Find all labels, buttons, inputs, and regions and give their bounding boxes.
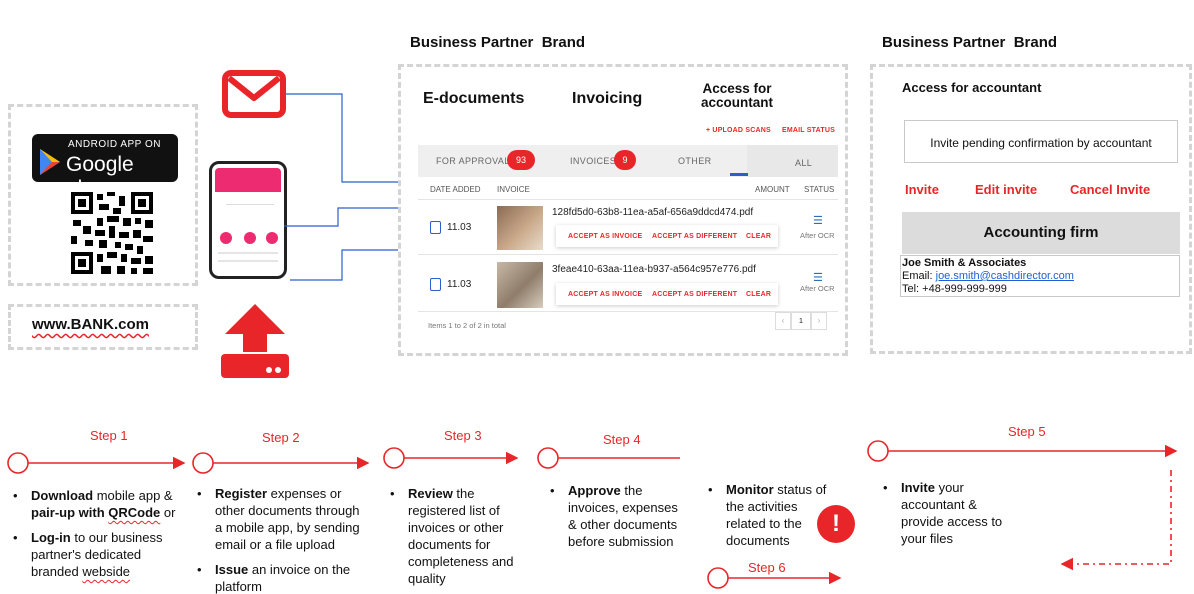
center-brand: Business Partner Brand (410, 34, 586, 51)
alert-icon: ! (817, 505, 855, 543)
upload-icon (221, 304, 289, 378)
status-icon: ☰ (813, 215, 823, 227)
accept-as-different-button[interactable]: ACCEPT AS DIFFERENT (652, 291, 738, 298)
invoice-filename[interactable]: 3feae410-63aa-11ea-b937-a564c957e776.pdf (552, 264, 756, 275)
step-6-bullet-1: Monitor status of the activities related… (708, 481, 838, 549)
contact-email-link[interactable]: joe.smith@cashdirector.com (935, 270, 1074, 282)
step-4-label: Step 4 (603, 432, 641, 447)
clear-button[interactable]: CLEAR (746, 233, 772, 240)
step-5-bullet-1: Invite your accountant & provide access … (883, 479, 1023, 547)
pending-invite-box (904, 120, 1178, 163)
tab-for-approval[interactable]: FOR APPROVAL (436, 156, 510, 166)
action-menu (556, 225, 778, 247)
edit-invite-button[interactable]: Edit invite (975, 182, 1038, 197)
row-status: After OCR (800, 231, 835, 240)
website-panel (8, 304, 198, 350)
step-1-bullets: Download mobile app & pair-up with QRCod… (13, 487, 191, 580)
tab-all[interactable]: ALL (795, 158, 813, 168)
pagination-current[interactable]: 1 (791, 312, 811, 330)
accept-as-invoice-button[interactable]: ACCEPT AS INVOICE (568, 233, 643, 240)
right-brand: Business Partner Brand (882, 34, 1058, 51)
col-invoice: INVOICE (497, 185, 530, 194)
google-play-badge[interactable]: ANDROID APP ON Google play (32, 134, 178, 200)
table-row[interactable] (418, 199, 838, 255)
pagination-next[interactable]: › (811, 312, 827, 330)
heading-e-documents[interactable]: E-documents (423, 90, 525, 107)
document-icon (430, 221, 441, 234)
step-6-bullets: Monitor status of the activities related… (708, 481, 838, 549)
status-icon: ☰ (813, 272, 823, 284)
website-link[interactable]: www.BANK.com (32, 316, 149, 333)
tab-all-bg (747, 145, 838, 177)
step-1-label: Step 1 (90, 428, 128, 443)
document-icon (430, 278, 441, 291)
step-5-bullets: Invite your accountant & provide access … (883, 479, 1023, 547)
step-2-bullet-1: Register expenses or other documents thr… (197, 485, 369, 553)
email-status-link[interactable]: EMAIL STATUS (782, 127, 835, 134)
accept-as-invoice-button[interactable]: ACCEPT AS INVOICE (568, 291, 643, 298)
email-label: Email: (902, 270, 936, 282)
step-1-bullet-1: Download mobile app & pair-up with QRCod… (13, 487, 191, 521)
contact-info: Joe Smith & Associates Email: joe.smith@… (902, 257, 1074, 296)
contact-name: Joe Smith & Associates (902, 257, 1027, 269)
upload-scans-link[interactable]: + UPLOAD SCANS (706, 127, 771, 134)
row-date: 11.03 (447, 222, 472, 233)
invoice-thumbnail[interactable] (497, 262, 543, 308)
email-icon (222, 70, 286, 118)
col-amount: AMOUNT (755, 185, 790, 194)
col-date-added: DATE ADDED (430, 185, 481, 194)
step-3-bullets: Review the registered list of invoices o… (390, 485, 530, 587)
contact-email-line: Email: joe.smith@cashdirector.com (902, 270, 1074, 283)
tab-other[interactable]: OTHER (678, 156, 712, 166)
action-menu (556, 283, 778, 305)
approval-count-badge: 93 (507, 150, 535, 170)
phone-app-icon (209, 161, 287, 279)
tab-invoices[interactable]: INVOICES (570, 156, 617, 166)
active-tab-indicator (730, 173, 748, 176)
invoice-thumbnail[interactable] (497, 206, 543, 250)
step-5-label: Step 5 (1008, 424, 1046, 439)
step-4-bullet-1: Approve the invoices, expenses & other d… (550, 482, 690, 550)
accountant-panel (870, 64, 1192, 354)
step-6-label: Step 6 (748, 560, 786, 575)
app-panel (398, 64, 848, 356)
step-2-label: Step 2 (262, 430, 300, 445)
accept-as-different-button[interactable]: ACCEPT AS DIFFERENT (652, 233, 738, 240)
step-arrows (7, 440, 1178, 589)
heading-invoicing[interactable]: Invoicing (572, 90, 643, 107)
pending-invite-text: Invite pending confirmation by accountan… (930, 136, 1152, 150)
step-2-bullet-2: Issue an invoice on the platform (197, 561, 369, 594)
step-1-bullet-2: Log-in to our business partner's dedicat… (13, 529, 191, 580)
step-2-bullets: Register expenses or other documents thr… (197, 485, 369, 594)
pagination-prev[interactable]: ‹ (775, 312, 791, 330)
step-4-bullets: Approve the invoices, expenses & other d… (550, 482, 690, 550)
invoice-filename[interactable]: 128fd5d0-63b8-11ea-a5af-656a9ddcd474.pdf (552, 207, 754, 218)
qr-code-icon (71, 192, 153, 274)
invoices-count-badge: 9 (614, 150, 636, 170)
connector-lines (284, 93, 398, 281)
accounting-firm-header: Accounting firm (902, 212, 1180, 254)
accountant-title: Access for accountant (902, 80, 1042, 95)
google-play-small-text: ANDROID APP ON (68, 139, 161, 150)
invite-button[interactable]: Invite (905, 182, 939, 197)
left-panel (8, 104, 198, 286)
contact-tel: Tel: +48-999-999-999 (902, 283, 1007, 295)
step-3-label: Step 3 (444, 428, 482, 443)
heading-access-accountant[interactable]: Access for accountant (700, 81, 773, 110)
step-3-bullet-1: Review the registered list of invoices o… (390, 485, 530, 587)
clear-button[interactable]: CLEAR (746, 291, 772, 298)
row-status: After OCR (800, 284, 835, 293)
table-footer: Items 1 to 2 of 2 in total (428, 321, 506, 330)
col-status: STATUS (804, 185, 835, 194)
row-date: 11.03 (447, 279, 472, 290)
cancel-invite-button[interactable]: Cancel Invite (1070, 182, 1151, 197)
table-row[interactable] (418, 256, 838, 312)
play-store-icon (40, 149, 60, 175)
contact-box (900, 255, 1180, 297)
